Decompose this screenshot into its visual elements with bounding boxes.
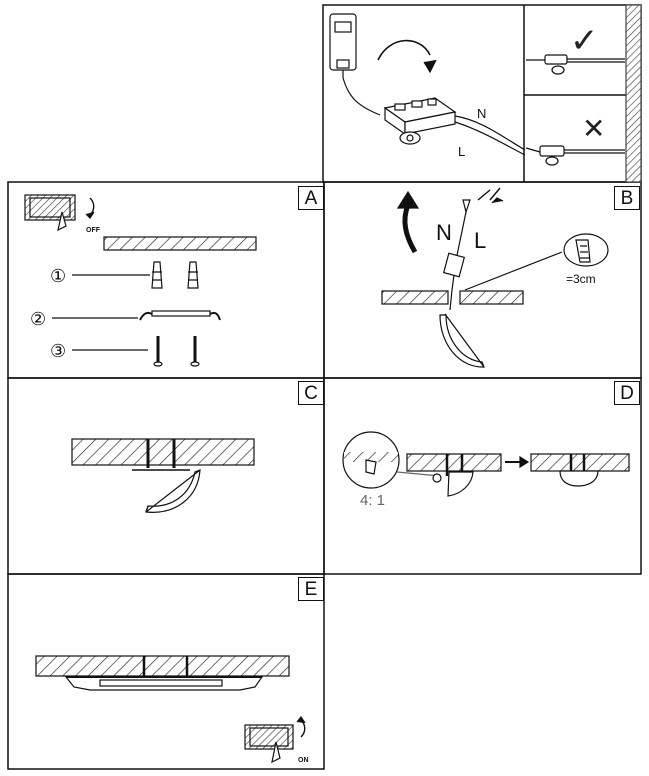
panel-c <box>71 438 255 513</box>
panel-frames <box>7 4 642 770</box>
cable-n <box>454 115 526 151</box>
panel-a-step-3: ③ <box>50 341 66 362</box>
panel-a <box>24 194 257 367</box>
lamp-body <box>439 314 485 368</box>
breaker-switch-icon <box>24 194 95 232</box>
rotate-arrow <box>377 39 431 61</box>
cable-l <box>454 121 526 156</box>
panel-b <box>381 187 609 368</box>
strip-detail <box>563 233 609 267</box>
breaker-switch-on-icon <box>244 715 306 764</box>
top-wiring-panel <box>329 4 642 183</box>
panel-b-label-l: L <box>474 228 486 253</box>
panel-a-step-2: ② <box>30 309 46 330</box>
ceiling-slab-e <box>35 655 290 677</box>
panel-e <box>35 655 306 764</box>
panel-d-ratio: 4: 1 <box>360 492 385 509</box>
panel-label-c: C <box>298 381 324 405</box>
panel-a-step-1: ① <box>50 266 66 287</box>
ceiling-left <box>381 290 449 305</box>
wall-plugs <box>72 261 199 289</box>
panel-label-b: B <box>614 186 640 210</box>
connector-box-small <box>329 13 357 78</box>
panel-label-e: E <box>298 577 324 601</box>
screws <box>72 336 200 367</box>
wall-strip <box>625 4 642 183</box>
wire-strip <box>477 187 501 201</box>
panel-b-strip-length: =3cm <box>566 272 596 286</box>
check-mark-icon: ✓ <box>570 21 599 61</box>
top-label-n: N <box>477 106 486 121</box>
panel-b-label-n: N <box>436 220 452 245</box>
panel-a-switch-text: OFF <box>86 227 101 234</box>
panel-label-d: D <box>614 381 640 405</box>
correct-connection <box>526 54 625 75</box>
panel-d <box>342 431 630 497</box>
cross-mark-icon: ✕ <box>582 112 605 145</box>
cable <box>342 77 381 116</box>
ceiling-right <box>459 290 524 305</box>
ceiling-slab-c <box>71 438 255 466</box>
top-label-l: L <box>458 144 465 159</box>
panel-label-a: A <box>298 186 324 210</box>
wrong-connection <box>525 145 625 166</box>
terminal-block <box>383 97 457 145</box>
up-arrow <box>402 204 418 254</box>
ceiling-slab <box>103 236 257 251</box>
mounting-bracket <box>52 310 221 321</box>
panel-e-switch-text: ON <box>298 757 309 764</box>
